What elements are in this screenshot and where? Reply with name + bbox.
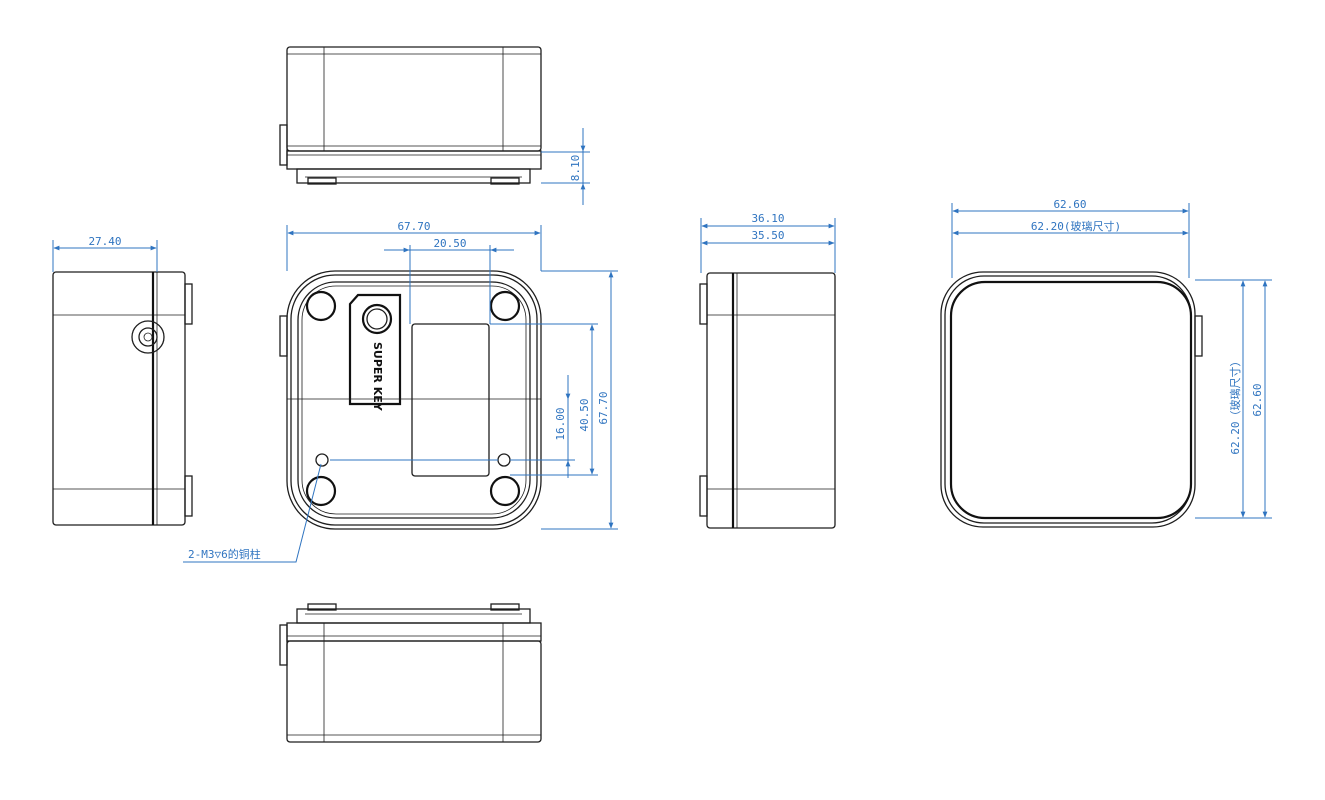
dim-front-width: 67.70 xyxy=(397,220,430,233)
dim-top-height: 8.10 xyxy=(569,155,582,182)
dim-back-width: 62.60 xyxy=(1053,198,1086,211)
back-view: 62.60 62.20(玻璃尺寸) 62.60 62.20（玻璃尺寸） xyxy=(940,198,1272,528)
dim-right-inner: 35.50 xyxy=(751,229,784,242)
dim-glass-height: 62.20（玻璃尺寸） xyxy=(1228,355,1242,454)
dim-back-height: 62.60 xyxy=(1251,383,1264,416)
device-label: SUPER KEY xyxy=(371,342,384,412)
left-side-view: 27.40 xyxy=(52,235,193,526)
front-view: SUPER KEY 67.70 20.50 67.70 40.50 16.00 xyxy=(183,220,618,563)
dim-small-offset: 16.00 xyxy=(554,407,567,440)
standoff-callout: 2-M3▽6的铜柱 xyxy=(188,547,261,561)
right-side-view: 36.10 35.50 xyxy=(699,212,836,529)
dim-window-offset: 20.50 xyxy=(433,237,466,250)
dim-bracket-spacing: 40.50 xyxy=(578,398,591,431)
dim-right-outer: 36.10 xyxy=(751,212,784,225)
top-view: 8.10 xyxy=(279,46,590,205)
dim-glass-width: 62.20(玻璃尺寸) xyxy=(1031,219,1121,233)
dim-left-width: 27.40 xyxy=(88,235,121,248)
bottom-view xyxy=(279,603,542,743)
dim-front-height: 67.70 xyxy=(597,391,610,424)
